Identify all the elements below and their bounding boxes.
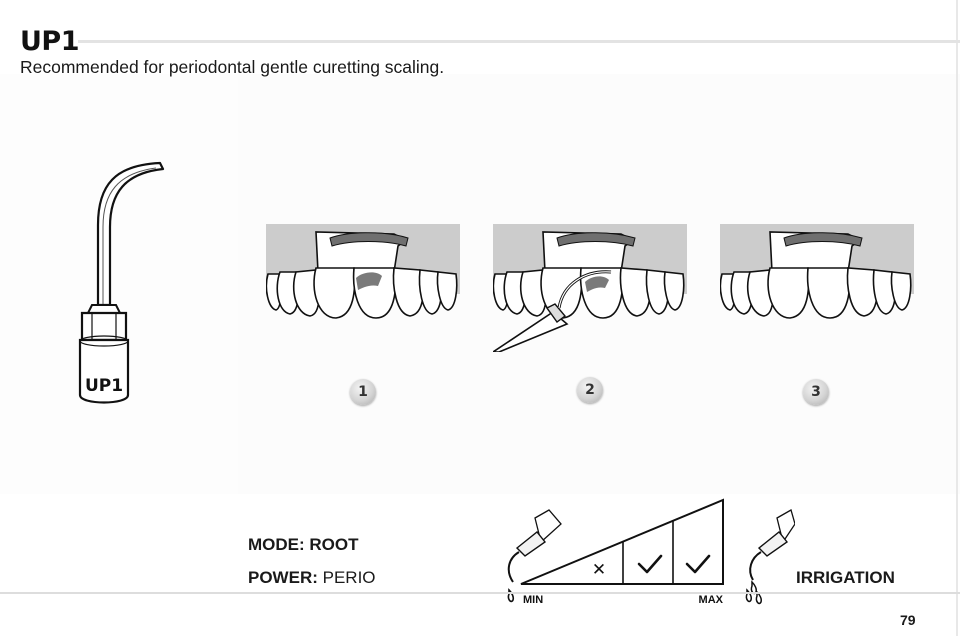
step-2-badge: 2 (577, 377, 603, 403)
step-1-badge: 1 (350, 379, 376, 405)
title-rule (78, 40, 960, 43)
right-edge-rule (956, 0, 958, 636)
level-1-cross-icon: ✕ (592, 560, 606, 580)
mode-label: MODE: ROOT (248, 535, 359, 554)
scale-min-label: MIN (523, 594, 543, 606)
page-number: 79 (900, 612, 916, 628)
step-3-illustration (720, 224, 914, 319)
step-1-illustration (266, 224, 460, 319)
level-2-check-icon (637, 554, 663, 574)
level-3-check-icon (685, 554, 711, 574)
handpiece-min-icon (507, 509, 562, 603)
tip-engraving: UP1 (85, 376, 123, 396)
handpiece-irrigation-icon (745, 509, 795, 605)
step-2-illustration (493, 224, 687, 352)
step-3-badge: 3 (803, 379, 829, 405)
page-title: UP1 (20, 26, 80, 57)
tip-panel (0, 74, 238, 494)
power-value: PERIO (322, 568, 376, 587)
scale-max-label: MAX (699, 594, 724, 606)
irrigation-label: IRRIGATION (796, 568, 895, 587)
footer-rule (0, 592, 960, 594)
page-subtitle: Recommended for periodontal gentle curet… (20, 57, 445, 77)
scaler-tip-illustration: UP1 (78, 161, 165, 404)
power-setting: POWER: PERIO (248, 568, 376, 588)
power-label: POWER: (248, 568, 318, 587)
power-scale: ✕ MIN MAX (507, 498, 795, 606)
